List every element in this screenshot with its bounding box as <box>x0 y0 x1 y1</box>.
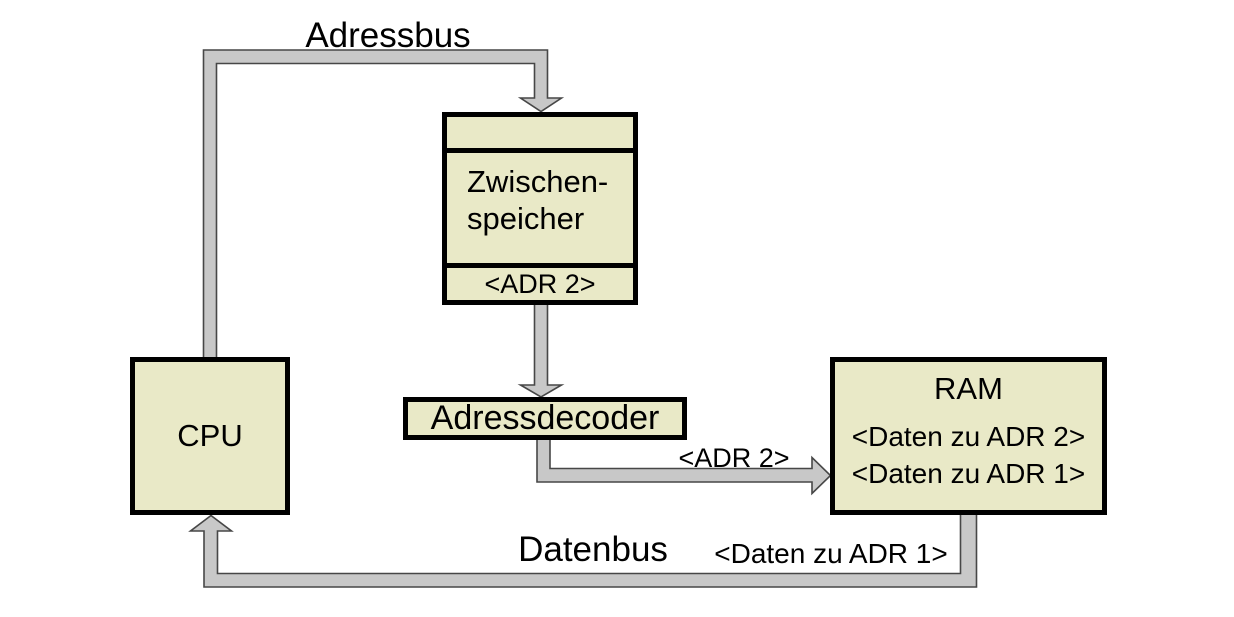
adressbus-label: Adressbus <box>305 16 471 55</box>
zwischenspeicher-address-value: <ADR 2> <box>484 268 596 299</box>
ram-node: RAM <Daten zu ADR 2> <Daten zu ADR 1> <box>830 357 1107 515</box>
buffer-to-decoder-arrow <box>517 299 565 398</box>
ram-data-row: <Daten zu ADR 2> <box>851 421 1086 452</box>
zwischenspeicher-name: Zwischen- speicher <box>447 153 633 263</box>
zwischenspeicher-divider-bottom <box>447 263 633 268</box>
datenbus-payload-label: <Daten zu ADR 1> <box>714 538 948 569</box>
ram-data-row: <Daten zu ADR 1> <box>851 458 1086 489</box>
zwischenspeicher-name-line1: Zwischen- <box>467 164 609 199</box>
cpu-label: CPU <box>177 418 243 453</box>
zwischenspeicher-divider-top <box>447 148 633 153</box>
datenbus-label: Datenbus <box>518 530 668 569</box>
ram-title: RAM <box>934 371 1003 406</box>
datenbus-line <box>188 511 978 588</box>
adressbus-line <box>202 49 565 361</box>
adressdecoder-node: Adressdecoder <box>403 397 687 440</box>
ram-data-rows: <Daten zu ADR 2> <Daten zu ADR 1> <box>852 418 1085 492</box>
adressdecoder-label: Adressdecoder <box>430 399 660 437</box>
zwischenspeicher-empty-slot <box>447 117 633 148</box>
decoder-to-ram-arrow <box>536 435 832 496</box>
zwischenspeicher-address-slot: <ADR 2> <box>447 268 633 300</box>
cpu-node: CPU <box>130 357 290 515</box>
decoded-address-label: <ADR 2> <box>678 443 790 473</box>
zwischenspeicher-node: Zwischen- speicher <ADR 2> <box>442 112 638 305</box>
zwischenspeicher-name-line2: speicher <box>467 201 585 236</box>
